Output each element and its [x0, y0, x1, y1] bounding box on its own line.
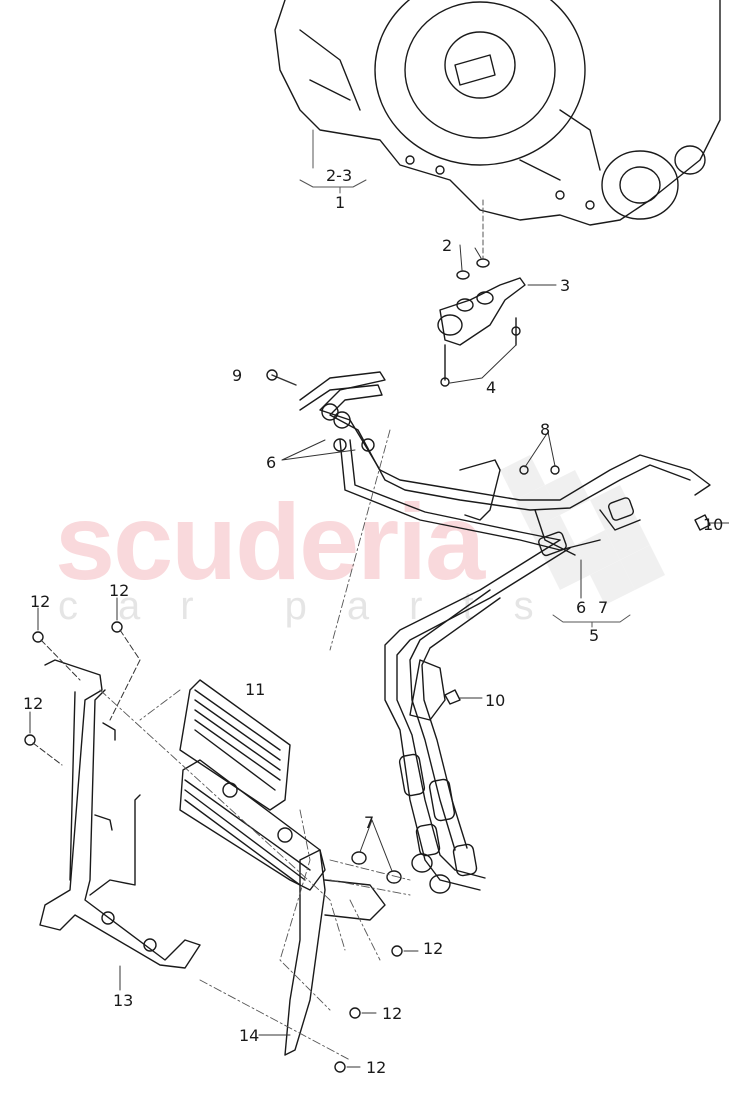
callout-2: 2: [442, 236, 453, 255]
callout-9: 9: [232, 366, 243, 385]
line-bracket-3: [437, 199, 557, 387]
callout-10: 10: [703, 515, 724, 534]
o-rings-7: [351, 819, 402, 884]
assembly-leader-lines: [99, 429, 411, 1061]
transmission-housing: [274, 0, 721, 226]
bracket-13: [39, 659, 201, 991]
callout-12: 12: [30, 592, 51, 611]
bolts-12: [24, 597, 419, 1073]
callout-4: 4: [486, 378, 497, 397]
callout-6: 6: [576, 598, 587, 617]
callout-5: 5: [589, 626, 600, 645]
callout-11: 11: [245, 680, 266, 699]
checkered-flag-watermark: [500, 455, 665, 605]
callout-7: 7: [364, 813, 375, 832]
callout-14: 14: [239, 1026, 260, 1045]
cooler-frame-14: [258, 849, 386, 1056]
callout-12: 12: [366, 1058, 387, 1077]
callout-12: 12: [23, 694, 44, 713]
oil-cooler-11: [179, 679, 326, 891]
oil-line-upper: [266, 369, 711, 557]
callout-10: 10: [485, 691, 506, 710]
callout-7: 7: [598, 598, 609, 617]
callout-1: 1: [335, 193, 346, 212]
watermark-scuderia: scuderia: [55, 481, 485, 602]
callout-2-3: 2-3: [326, 166, 353, 185]
callout-3: 3: [560, 276, 571, 295]
callout-12: 12: [109, 581, 130, 600]
callout-6: 6: [266, 453, 277, 472]
callout-8: 8: [540, 420, 551, 439]
callout-12: 12: [382, 1004, 403, 1023]
watermark-car-parts: car parts: [58, 584, 574, 628]
clip-10: [444, 514, 729, 705]
callout-12: 12: [423, 939, 444, 958]
oil-line-lower: [384, 539, 571, 894]
callout-13: 13: [113, 991, 134, 1010]
